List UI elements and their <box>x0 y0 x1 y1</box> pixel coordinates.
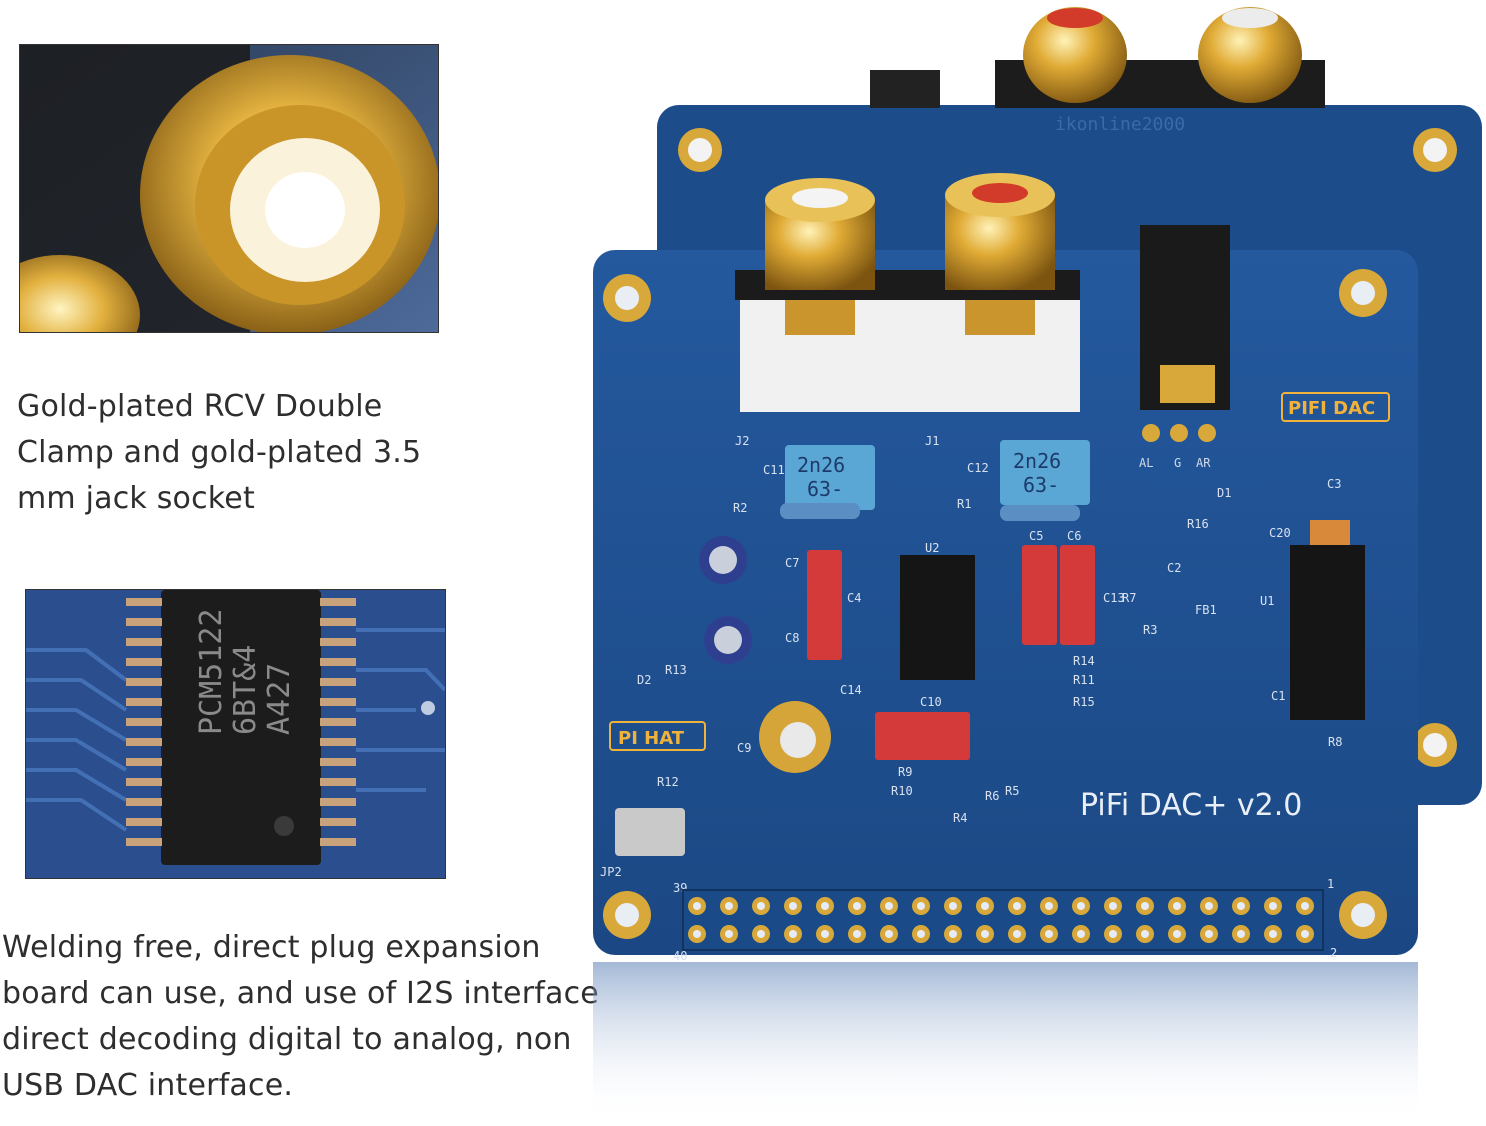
refdes: C3 <box>1327 477 1341 491</box>
refdes: R1 <box>957 497 971 511</box>
gpio-pins <box>688 897 1314 943</box>
resistor <box>780 503 860 519</box>
back-jack <box>870 70 940 108</box>
dac-chip-u2 <box>900 555 975 680</box>
refdes: C13 <box>1103 591 1125 605</box>
gpio-header <box>682 889 1324 951</box>
refdes: R13 <box>665 663 687 677</box>
refdes: C4 <box>847 591 861 605</box>
pifi-dac-badge <box>1281 392 1390 422</box>
caption-interface-line: USB DAC interface. <box>2 1068 294 1103</box>
board-title: PiFi DAC+ v2.0 <box>1080 788 1302 823</box>
refdes: D1 <box>1217 486 1231 500</box>
refdes: C11 <box>763 463 785 477</box>
refdes: R7 <box>1122 591 1136 605</box>
refdes: 2 <box>1330 946 1337 960</box>
refdes: R12 <box>657 775 679 789</box>
refdes: R10 <box>891 784 913 798</box>
refdes: R8 <box>1328 735 1342 749</box>
refdes: C10 <box>920 695 942 709</box>
rca-closeup-photo <box>19 44 439 333</box>
refdes: J2 <box>735 434 749 448</box>
refdes: C9 <box>737 741 751 755</box>
refdes: R4 <box>953 811 967 825</box>
refdes: C14 <box>840 683 862 697</box>
pifi-dac-badge-text: PIFI DAC <box>1288 398 1375 419</box>
refdes: C2 <box>1167 561 1181 575</box>
capacitor-label: 63- <box>807 477 843 501</box>
jack-pin-label: G <box>1174 456 1181 470</box>
caption-rca-line: Gold-plated RCV Double <box>17 389 383 424</box>
chip-closeup-illustration: PCM5122 6BT&4 A427 <box>26 590 445 878</box>
refdes: C7 <box>785 556 799 570</box>
film-capacitor <box>785 445 875 510</box>
refdes: C12 <box>967 461 989 475</box>
film-capacitor <box>1000 440 1090 505</box>
chip-text-line: A427 <box>262 663 297 735</box>
back-board-watermark: ikonline2000 <box>1055 114 1185 135</box>
jack-pin-label: AR <box>1196 456 1211 470</box>
refdes: R14 <box>1073 654 1095 668</box>
pifi-dac-board-photo: ikonline2000 AL G AR PIFI DAC 2n26 63- 2… <box>593 7 1482 1122</box>
refdes: R6 <box>985 789 999 803</box>
refdes: JP2 <box>600 865 622 879</box>
caption-rca-line: Clamp and gold-plated 3.5 <box>17 435 422 470</box>
chip-text-line: 6BT&4 <box>228 645 263 735</box>
caption-interface-line: direct decoding digital to analog, non <box>2 1022 572 1057</box>
capacitor-label: 63- <box>1023 473 1059 497</box>
rca-closeup-illustration <box>20 45 438 332</box>
pi-hat-badge <box>609 721 706 751</box>
refdes: C1 <box>1271 689 1285 703</box>
refdes: 1 <box>1327 877 1334 891</box>
caption-interface: Welding free, direct plug expansion boar… <box>2 925 599 1109</box>
refdes: U2 <box>925 541 939 555</box>
refdes: R15 <box>1073 695 1095 709</box>
capacitor-label: 2n26 <box>1013 449 1061 473</box>
back-rca-right <box>1198 7 1302 103</box>
chip-text-line: PCM5122 <box>194 609 229 735</box>
capacitor-label: 2n26 <box>797 453 845 477</box>
refdes: 40 <box>673 949 687 963</box>
red-capacitor <box>1060 545 1095 645</box>
refdes: R16 <box>1187 517 1209 531</box>
back-rca-left <box>1023 7 1127 103</box>
refdes: C20 <box>1269 526 1291 540</box>
board-reflection <box>593 962 1418 1122</box>
refdes: C5 <box>1029 529 1043 543</box>
refdes: R11 <box>1073 673 1095 687</box>
refdes: R3 <box>1143 623 1157 637</box>
chip-closeup-photo: PCM5122 6BT&4 A427 <box>25 589 446 879</box>
jack-pads <box>1142 424 1216 442</box>
caption-rca-line: mm jack socket <box>17 481 255 516</box>
refdes: R2 <box>733 501 747 515</box>
caption-rca: Gold-plated RCV Double Clamp and gold-pl… <box>17 384 421 522</box>
refdes: D2 <box>637 673 651 687</box>
red-capacitor <box>1022 545 1057 645</box>
refdes: C6 <box>1067 529 1081 543</box>
regulator <box>1290 545 1365 720</box>
jack-pin-label: AL <box>1139 456 1153 470</box>
refdes: R9 <box>898 765 912 779</box>
refdes: C8 <box>785 631 799 645</box>
resistor <box>1000 505 1080 521</box>
caption-interface-line: board can use, and use of I2S interface <box>2 976 599 1011</box>
refdes: R5 <box>1005 784 1019 798</box>
red-capacitor <box>807 550 842 660</box>
refdes: U1 <box>1260 594 1274 608</box>
caption-interface-line: Welding free, direct plug expansion <box>2 930 541 965</box>
pi-hat-badge-text: PI HAT <box>618 728 685 749</box>
refdes: J1 <box>925 434 939 448</box>
refdes: FB1 <box>1195 603 1217 617</box>
ir-receiver <box>615 808 685 856</box>
red-capacitor <box>875 712 970 760</box>
